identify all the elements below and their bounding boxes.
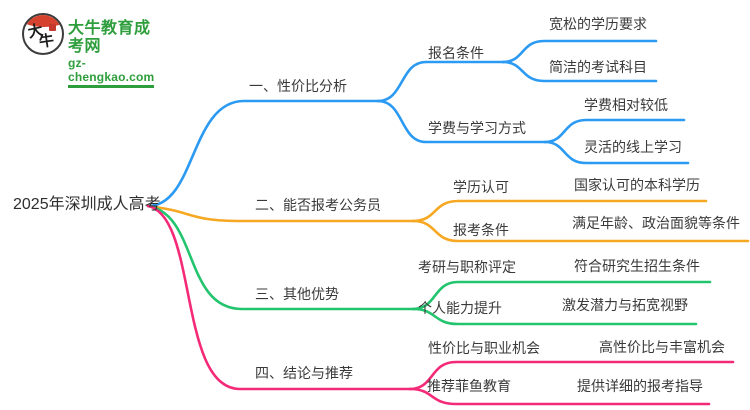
branch-4-sub-1: 性价比与职业机会 xyxy=(428,340,540,356)
branch-1-sub-1-leaf-2: 简洁的考试科目 xyxy=(549,59,647,75)
connector-2-main xyxy=(146,204,415,223)
connector-2-child-1 xyxy=(411,199,708,223)
branch-4-sub-2-leaf-1: 提供详细的报考指导 xyxy=(577,378,703,394)
logo-title: 大牛教育成考网 xyxy=(68,20,151,55)
branch-1-sub-2: 学费与学习方式 xyxy=(428,120,526,136)
connector-3-child-2 xyxy=(411,307,698,326)
branch-2-sub-2-leaf-1: 满足年龄、政治面貌等条件 xyxy=(572,215,740,231)
connector-1-child-1 xyxy=(376,60,505,103)
branch-3-sub-1: 考研与职称评定 xyxy=(418,259,516,275)
branch-3-topic: 三、其他优势 xyxy=(255,286,339,302)
connector-3-child-1 xyxy=(411,280,712,311)
connector-1-leaf-1-2 xyxy=(501,60,658,83)
connector-1-main xyxy=(146,99,380,208)
logo-red-seal xyxy=(49,24,56,31)
connector-1-leaf-2-2 xyxy=(543,140,690,165)
branch-3-sub-2-leaf-1: 激发潜力与拓宽视野 xyxy=(562,297,688,313)
connector-4-main xyxy=(146,204,412,391)
daniu-bull-icon: 大 牛 xyxy=(22,13,64,55)
connector-4-child-2 xyxy=(408,387,711,406)
connector-1-child-2 xyxy=(376,99,547,144)
branch-1-sub-2-leaf-2: 灵活的线上学习 xyxy=(584,139,682,155)
logo-char-niu: 牛 xyxy=(37,32,56,51)
branch-1-topic: 一、性价比分析 xyxy=(249,78,347,94)
branch-3-sub-1-leaf-1: 符合研究生招生条件 xyxy=(574,258,700,274)
connector-2-child-2 xyxy=(411,219,750,243)
branch-1-sub-1: 报名条件 xyxy=(428,45,484,61)
connector-3-main xyxy=(146,204,415,311)
branch-4-sub-2: 推荐菲鱼教育 xyxy=(427,378,511,394)
branch-2-sub-2: 报考条件 xyxy=(453,222,509,238)
logo-text: 大牛教育成考网 gz-chengkao.com xyxy=(68,20,155,88)
branch-2-topic: 二、能否报考公务员 xyxy=(255,197,381,213)
branch-1-sub-1-leaf-1: 宽松的学历要求 xyxy=(549,16,647,32)
branch-2-sub-1: 学历认可 xyxy=(453,179,509,195)
branch-2-sub-1-leaf-1: 国家认可的本科学历 xyxy=(574,177,700,193)
connector-1-leaf-1-1 xyxy=(501,39,658,64)
branch-3-sub-2: 个人能力提升 xyxy=(418,300,502,316)
logo-domain: gz-chengkao.com xyxy=(68,56,155,88)
central-topic: 2025年深圳成人高考 xyxy=(13,196,161,213)
connector-4-child-1 xyxy=(408,360,735,391)
branch-4-sub-1-leaf-1: 高性价比与丰富机会 xyxy=(599,339,725,355)
connector-1-leaf-2-1 xyxy=(543,118,686,144)
branch-4-topic: 四、结论与推荐 xyxy=(255,365,353,381)
branch-1-sub-2-leaf-1: 学费相对较低 xyxy=(584,97,668,113)
